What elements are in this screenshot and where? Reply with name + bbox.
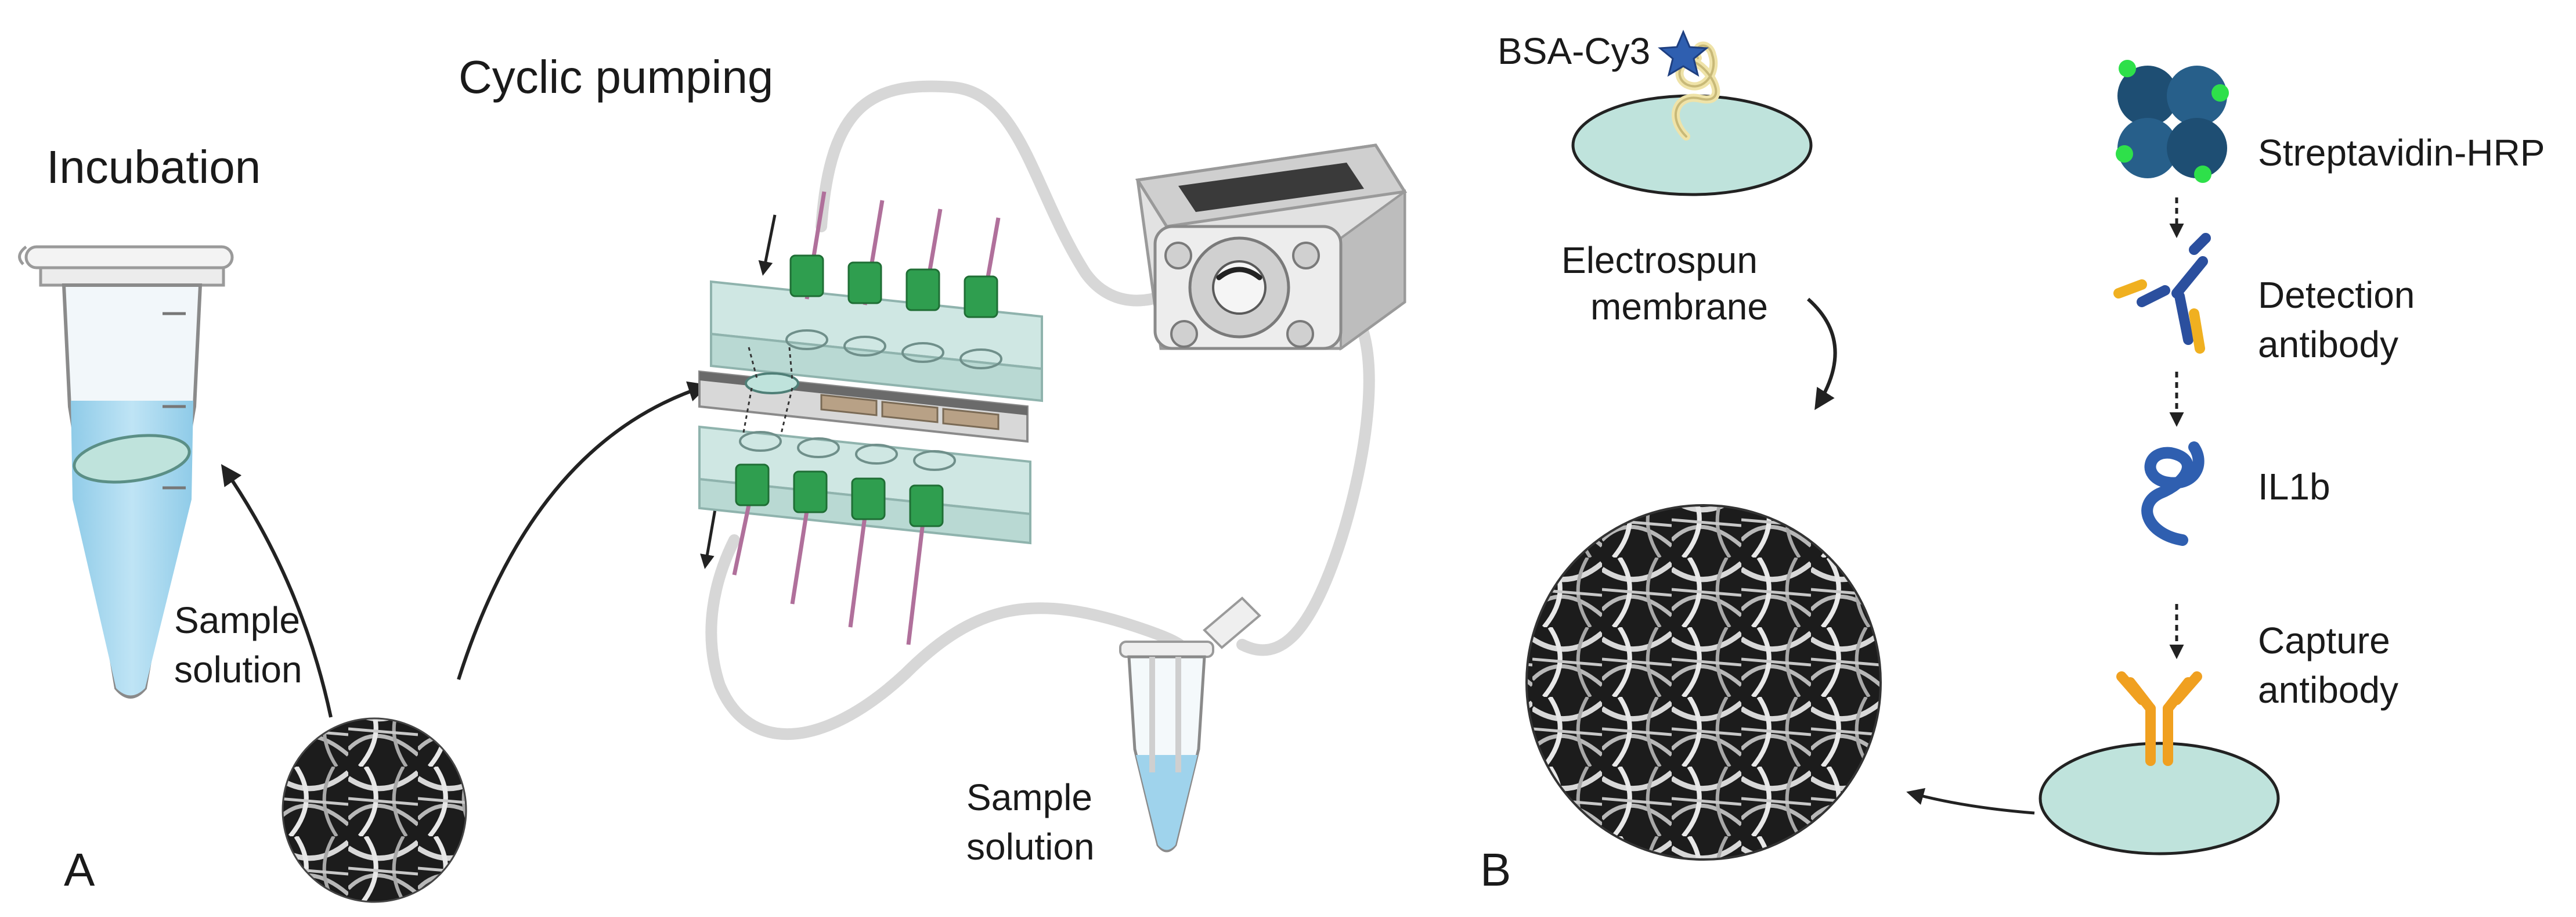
sample-solution-left-2: solution: [174, 649, 302, 691]
streptavidin-hrp-icon: [2116, 60, 2229, 183]
star-icon: [1658, 30, 1709, 77]
bsa-cy3-label: BSA-Cy3: [1498, 30, 1650, 72]
electrospun-label-2: membrane: [1590, 286, 1768, 328]
microcentrifuge-tube-icon: [18, 245, 234, 699]
streptavidin-label: Streptavidin-HRP: [2258, 132, 2545, 174]
arrow-from-capture: [1906, 787, 2035, 815]
capture-antibody-icon: [2116, 671, 2202, 766]
microcentrifuge-tube-small-icon: [1119, 596, 1261, 853]
sem-fiber-image-large-icon: [1525, 504, 1882, 861]
il1b-label: IL1b: [2258, 466, 2330, 508]
capture-label-2: antibody: [2258, 669, 2398, 711]
sample-solution-right-2: solution: [966, 826, 1095, 868]
arrow-to-chip: [457, 381, 709, 680]
detection-antibody-icon: [2113, 233, 2211, 354]
membrane-disc-top: [1571, 94, 1813, 196]
sample-solution-right-1: Sample: [966, 776, 1092, 818]
detection-label-2: antibody: [2258, 323, 2398, 365]
sample-solution-left-1: Sample: [174, 599, 300, 641]
arrow-to-sem: [1807, 297, 1837, 411]
tubing: [705, 80, 1375, 740]
cyclic-pumping-title: Cyclic pumping: [459, 51, 773, 103]
panel-a-letter: A: [64, 844, 95, 896]
microfluidic-chip-icon: [698, 191, 1043, 645]
electrospun-label-1: Electrospun: [1561, 239, 1758, 281]
il1b-protein-icon: [2141, 441, 2205, 546]
arrow-to-tube: [221, 464, 333, 718]
panel-b-letter: B: [1480, 844, 1511, 896]
peristaltic-pump-icon: [1135, 143, 1408, 351]
arrow-down-top: [758, 214, 777, 276]
capture-label-1: Capture: [2258, 620, 2390, 661]
sem-fiber-image-icon: [282, 717, 467, 903]
detection-label-1: Detection: [2258, 274, 2415, 316]
incubation-title: Incubation: [46, 141, 261, 193]
membrane-disc-bottom: [2039, 742, 2280, 855]
